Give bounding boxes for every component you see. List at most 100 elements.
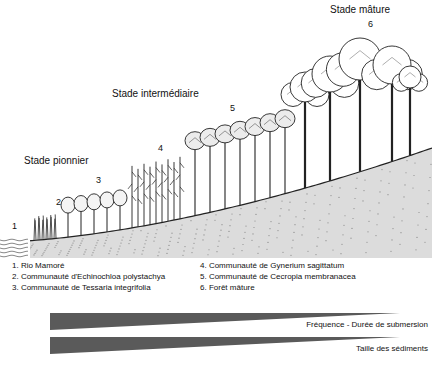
ground-stipple [264, 208, 265, 209]
ground-stipple [270, 221, 271, 222]
cecropia-leaf [204, 134, 216, 139]
ground-stipple [120, 242, 121, 243]
ground-stipple [34, 253, 35, 254]
ground-stipple [169, 241, 170, 242]
ground-stipple [307, 251, 308, 252]
ground-stipple [354, 198, 355, 199]
grass-blade [54, 219, 56, 239]
cecropia-leaf [234, 127, 246, 132]
ground-stipple [277, 230, 278, 231]
cecropia-trunk [239, 130, 240, 205]
ground-stipple [96, 242, 97, 243]
ground-stipple [302, 226, 303, 227]
cecropia-leaf [264, 120, 276, 125]
ground-stipple [97, 240, 98, 241]
ground-stipple [293, 232, 294, 233]
ground-stipple [203, 234, 204, 235]
ground-stipple [231, 213, 232, 214]
tree-trunk [304, 92, 306, 189]
ground-stipple [425, 229, 426, 230]
ground-stipple [191, 252, 192, 253]
ground-stipple [80, 243, 81, 244]
reed-stalk [162, 164, 163, 222]
ground-stipple [166, 253, 167, 254]
reed-leaf [158, 182, 162, 187]
ground-stipple [128, 243, 129, 244]
ground-stipple [305, 202, 306, 203]
ground-stipple [119, 245, 120, 246]
cecropia-crown [275, 110, 295, 128]
crown-texture [405, 73, 416, 77]
shrub-crown [87, 194, 101, 210]
ground-stipple [278, 223, 279, 224]
ground-stipple [364, 179, 365, 180]
ground-stipple [165, 225, 166, 226]
river-ripple [0, 239, 28, 241]
ground-stipple [242, 244, 243, 245]
ground-stipple [388, 183, 389, 184]
ground-stipple [177, 242, 178, 243]
ground-stipple [129, 240, 130, 241]
tree-trunk [359, 65, 361, 171]
ground-stipple [157, 255, 158, 256]
reed-leaf [138, 199, 142, 204]
ground-stipple [194, 238, 195, 239]
ground-stipple [355, 188, 356, 189]
river-ripple [0, 243, 28, 245]
ground-stipple [254, 220, 255, 221]
ground-stipple [325, 240, 326, 241]
ground-stipple [318, 228, 319, 229]
reed-leaf [168, 165, 172, 170]
ground-stipple [365, 252, 366, 253]
ground [0, 148, 432, 258]
ground-stipple [207, 254, 208, 255]
cecropia-trunk [269, 123, 270, 198]
ground-stipple [392, 228, 393, 229]
ground-stipple [413, 175, 414, 176]
reed-stalk [144, 164, 145, 226]
ground-stipple [255, 214, 256, 215]
ground-stipple [343, 225, 344, 226]
ground-stipple [168, 245, 169, 246]
ground-stipple [35, 251, 36, 252]
ground-stipple [316, 246, 317, 247]
ground-stipple [79, 245, 80, 246]
reed-stalk [150, 167, 151, 225]
ground-stipple [344, 215, 345, 216]
ground-stipple [381, 169, 382, 170]
ground-stipple [193, 243, 194, 244]
stage-title: Stade intermédiaire [112, 88, 199, 99]
ground-stipple [55, 245, 56, 246]
river-ripple [0, 251, 28, 253]
ground-stipple [181, 224, 182, 225]
crown-texture [350, 51, 371, 59]
ground-stipple [353, 208, 354, 209]
ground-stipple [184, 246, 185, 247]
ground-stipple [330, 195, 331, 196]
ground-stipple [59, 252, 60, 253]
ground-stipple [47, 245, 48, 246]
ground-stipple [313, 203, 314, 204]
ground-stipple [351, 228, 352, 229]
ground-stipple [280, 208, 281, 209]
ground-stipple [78, 247, 79, 248]
reed-stalk [168, 159, 169, 221]
ground-stipple [140, 230, 141, 231]
ground-stipple [387, 194, 388, 195]
ground-stipple [118, 248, 119, 249]
cecropia-leaf [249, 124, 261, 129]
ground-stipple [155, 233, 156, 234]
grass-blade [43, 216, 45, 240]
ground-stipple [402, 208, 403, 209]
tree-trunk [329, 79, 331, 181]
reed-leaf [150, 173, 154, 178]
ground-stipple [339, 187, 340, 188]
ground-stipple [145, 240, 146, 241]
reed-stalk [156, 162, 157, 224]
ground-stipple [183, 250, 184, 251]
ground-stipple [153, 240, 154, 241]
ground-stipple [245, 225, 246, 226]
grass-blade [50, 215, 52, 239]
ground-stipple [258, 246, 259, 247]
reed-leaf [180, 163, 184, 168]
